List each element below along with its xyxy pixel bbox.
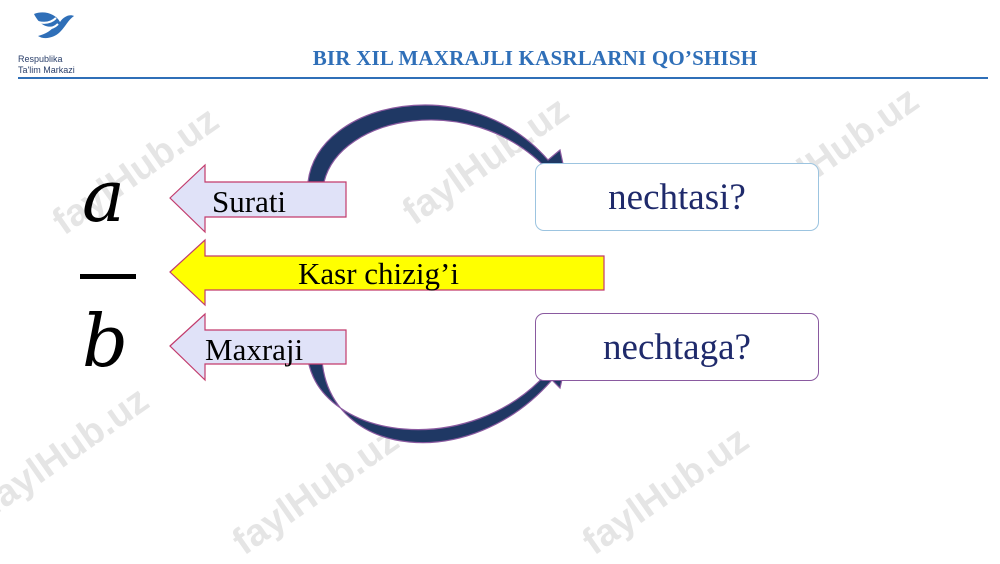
denominator-label: Maxraji — [205, 332, 304, 367]
bird-logo-icon — [34, 12, 74, 39]
fraction-line-label: Kasr chizig’i — [298, 256, 459, 291]
fraction-numerator: a — [82, 154, 125, 238]
top-curved-arrow — [307, 104, 567, 183]
fraction-denominator: b — [82, 299, 129, 383]
numerator-label: Surati — [212, 184, 287, 219]
question-top-text: nechtasi? — [608, 176, 746, 218]
logo-line-1: Respublika — [18, 54, 63, 64]
denominator-arrow — [169, 312, 347, 382]
title-divider — [18, 77, 988, 79]
question-box-bottom: nechtaga? — [535, 313, 819, 381]
logo-line-2: Ta'lim Markazi — [18, 65, 75, 75]
bottom-curved-arrow — [307, 359, 567, 444]
question-box-top: nechtasi? — [535, 163, 819, 231]
question-bottom-text: nechtaga? — [603, 326, 751, 368]
fraction-line-arrow — [169, 238, 605, 307]
logo: Respublika Ta'lim Markazi — [18, 8, 98, 78]
logo-text: Respublika Ta'lim Markazi — [18, 54, 75, 76]
numerator-arrow — [169, 163, 347, 234]
page-title: BIR XIL MAXRAJLI KASRLARNI QO’SHISH — [312, 46, 758, 70]
fraction-bar — [80, 274, 136, 279]
